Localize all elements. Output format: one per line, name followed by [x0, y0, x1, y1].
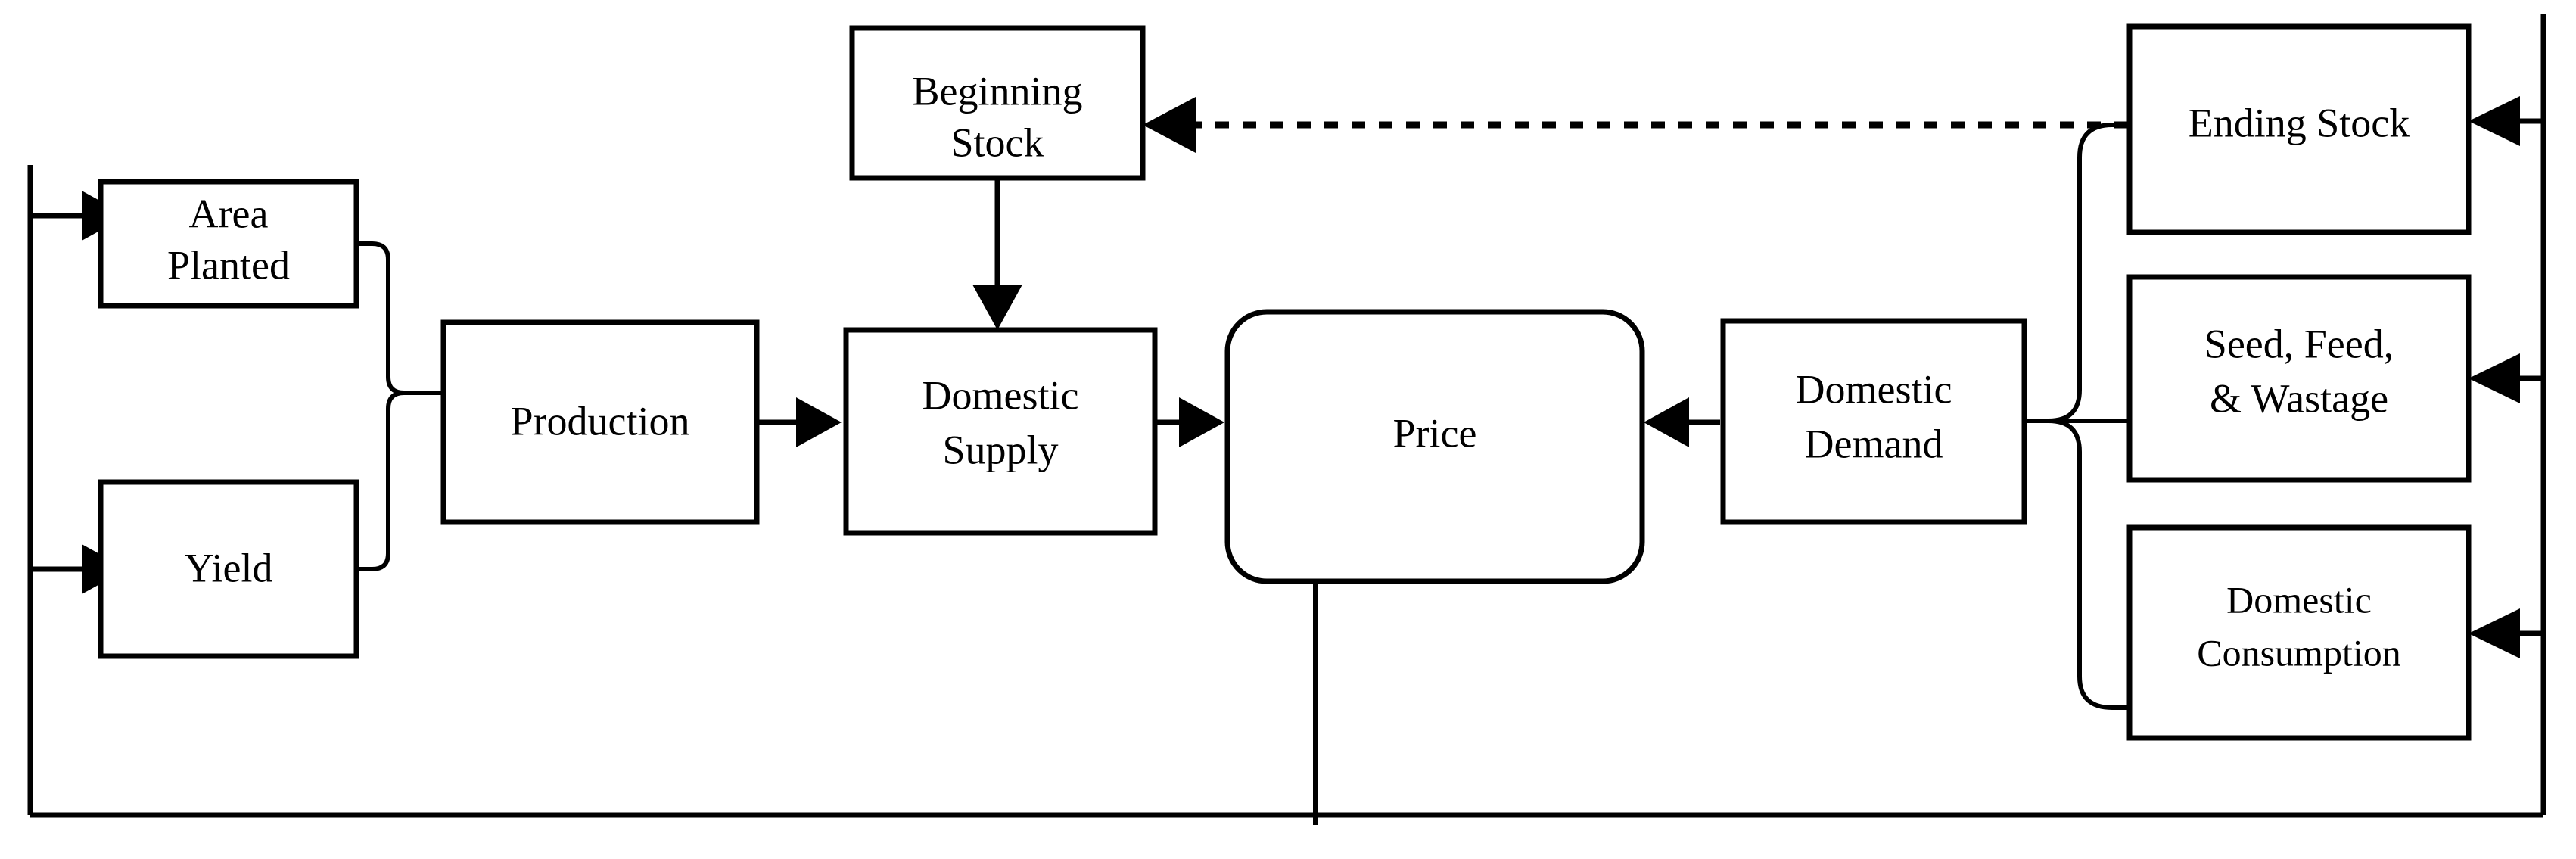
node-area-planted-label-line2: Planted	[167, 242, 290, 288]
arrowhead-domestic-supply-top	[972, 285, 1022, 330]
node-domestic-demand-label-line1: Domestic	[1796, 366, 1952, 412]
node-production-label-line1: Production	[511, 398, 690, 444]
node-domestic-supply-label-line2: Supply	[942, 427, 1058, 472]
edge-domestic-consumption-to-domestic-demand	[2026, 419, 2128, 710]
edge-ending-stock-to-domestic-demand	[2026, 123, 2128, 423]
node-price-box[interactable]	[1224, 309, 1645, 584]
node-domestic-demand[interactable]: Domestic Demand	[1720, 318, 2027, 525]
node-domestic-consumption[interactable]: Domestic Consumption	[2126, 524, 2472, 741]
node-area-planted[interactable]: Area Planted	[98, 179, 359, 309]
node-domestic-consumption-label-line2: Consumption	[2197, 631, 2400, 674]
arrowhead-seed-feed-wastage	[2469, 353, 2520, 403]
arrowhead-price-left	[1179, 397, 1224, 447]
node-yield[interactable]: Yield	[98, 479, 359, 659]
node-domestic-consumption-box[interactable]	[2126, 524, 2472, 741]
node-seed-feed-wastage-box[interactable]	[2126, 274, 2472, 483]
node-domestic-consumption-label-line1: Domestic	[2226, 578, 2372, 621]
node-price[interactable]: Price	[1224, 309, 1645, 584]
node-ending-stock-box[interactable]	[2126, 23, 2472, 235]
node-yield-label-line1: Yield	[185, 545, 273, 590]
node-area-planted-label-line1: Area	[189, 191, 269, 236]
node-seed-feed-wastage[interactable]: Seed, Feed, & Wastage	[2126, 274, 2472, 483]
node-yield-box[interactable]	[98, 479, 359, 659]
arrowhead-price-right	[1644, 397, 1689, 447]
node-production-box[interactable]	[440, 319, 760, 525]
node-price-label-line1: Price	[1393, 410, 1477, 456]
edge-area-planted-to-production	[356, 241, 441, 395]
node-seed-feed-wastage-label-line1: Seed, Feed,	[2204, 321, 2394, 366]
node-domestic-demand-label-line2: Demand	[1805, 421, 1943, 466]
arrowhead-domestic-supply-left	[796, 397, 842, 447]
edge-yield-to-production	[356, 391, 441, 571]
node-ending-stock-label-line1: Ending Stock	[2189, 100, 2410, 145]
node-area-planted-box[interactable]	[98, 179, 359, 309]
node-production[interactable]: Production	[440, 319, 760, 525]
arrowhead-ending-stock	[2469, 96, 2520, 146]
node-domestic-supply-box[interactable]	[843, 327, 1158, 536]
node-beginning-stock-label-line2: Stock	[950, 120, 1044, 165]
arrowhead-domestic-consumption	[2469, 608, 2520, 658]
node-seed-feed-wastage-label-line2: & Wastage	[2210, 375, 2388, 421]
node-ending-stock[interactable]: Ending Stock	[2126, 23, 2472, 235]
node-domestic-supply[interactable]: Domestic Supply	[843, 327, 1158, 536]
arrowhead-beginning-stock	[1143, 97, 1196, 153]
node-beginning-stock-label-line1: Beginning	[913, 68, 1083, 114]
node-domestic-supply-label-line1: Domestic	[922, 372, 1079, 418]
node-beginning-stock-box[interactable]	[849, 25, 1146, 181]
node-beginning-stock[interactable]: Beginning Stock	[849, 25, 1146, 181]
node-domestic-demand-box[interactable]	[1720, 318, 2027, 525]
